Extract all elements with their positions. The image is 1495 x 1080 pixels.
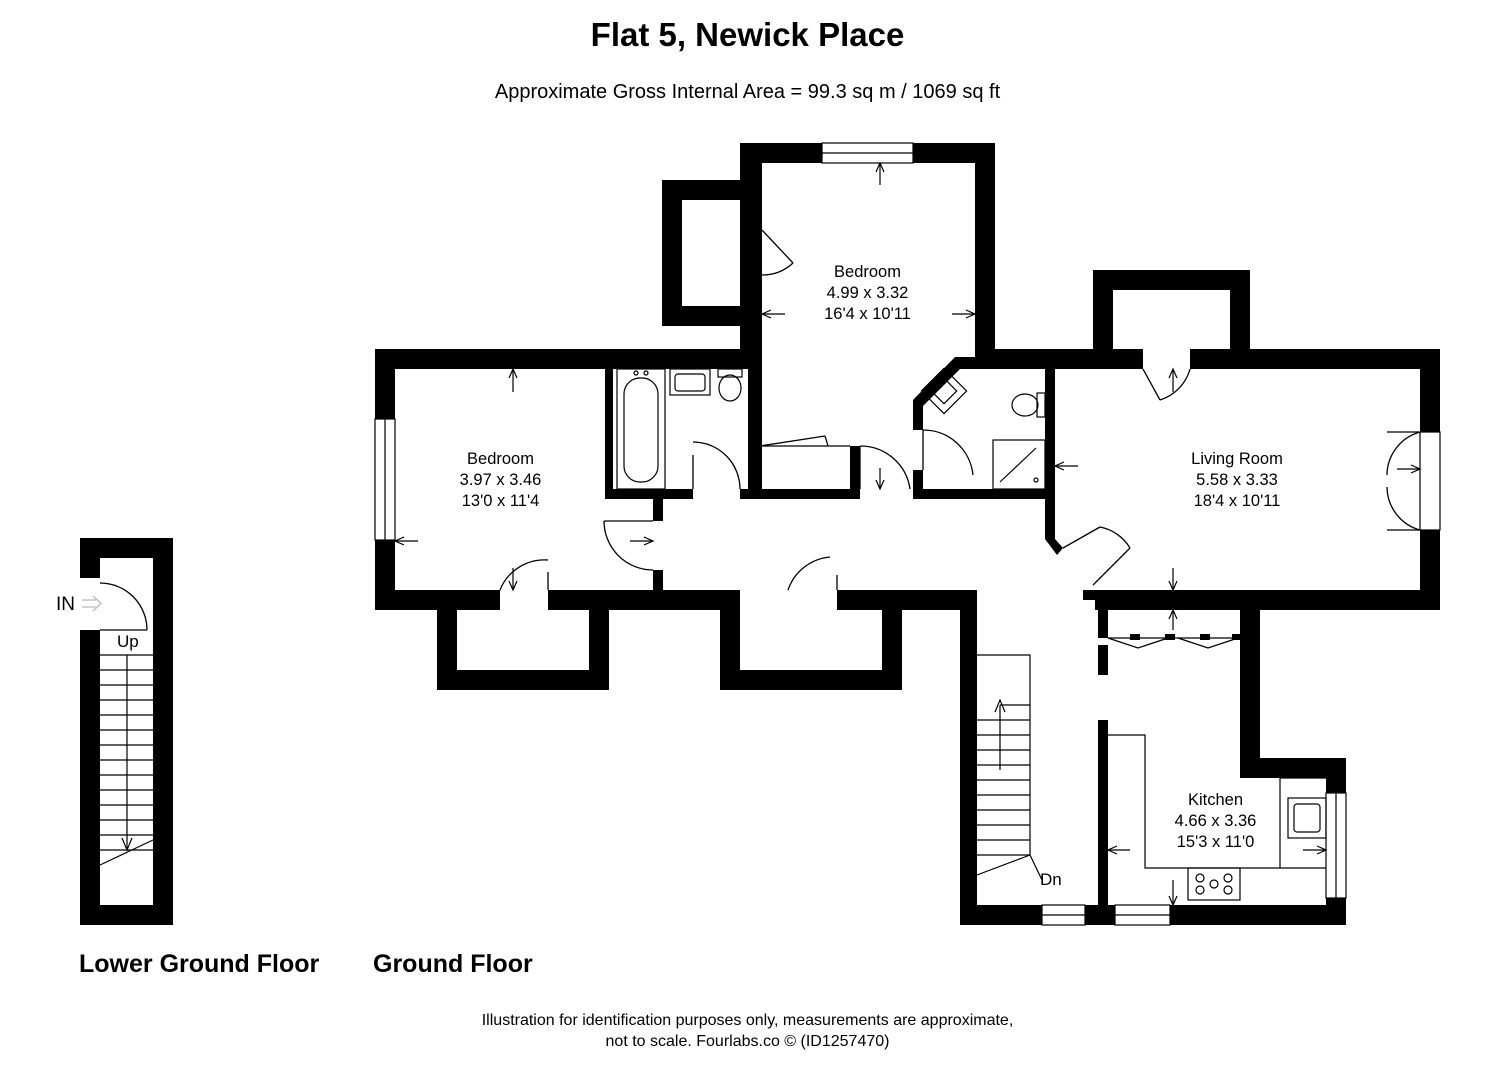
room-size-metric: 4.99 x 3.32	[826, 284, 909, 302]
entrance-opening	[78, 578, 102, 630]
door	[499, 229, 1421, 591]
gross-area: Approximate Gross Internal Area = 99.3 s…	[494, 81, 1001, 103]
floor-label-lower-ground: Lower Ground Floor	[79, 950, 320, 978]
shower	[992, 439, 1046, 490]
disclaimer: Illustration for identification purposes…	[0, 1010, 1495, 1052]
entrance-label: IN	[56, 594, 75, 615]
window	[374, 142, 1441, 926]
stairs	[99, 654, 154, 866]
room-label-bedroom-2: Bedroom 3.97 x 3.46 13'0 x 11'4	[433, 449, 568, 512]
room-label-living-room: Living Room 5.58 x 3.33 18'4 x 10'11	[1166, 449, 1308, 512]
bath	[616, 368, 666, 490]
plan-title: Flat 5, Newick Place	[590, 16, 905, 53]
room-size-imperial: 18'4 x 10'11	[1193, 492, 1281, 510]
stairs	[976, 654, 1043, 881]
basin	[669, 367, 1327, 839]
room-name: Living Room	[1191, 450, 1283, 468]
room-size-metric: 4.66 x 3.36	[1174, 812, 1257, 830]
room-name: Bedroom	[834, 263, 901, 281]
disclaimer-line-1: Illustration for identification purposes…	[481, 1012, 1014, 1029]
stairs-down-label: Dn	[1040, 870, 1062, 889]
room-size-imperial: 13'0 x 11'4	[461, 492, 540, 510]
toilet	[717, 368, 1046, 418]
floor-label-ground: Ground Floor	[373, 950, 533, 978]
room-name: Kitchen	[1187, 791, 1244, 809]
entrance-door	[99, 582, 148, 631]
dimension-arrow	[393, 161, 1422, 907]
stairs-up-label: Up	[117, 632, 139, 651]
room-size-imperial: 15'3 x 11'0	[1176, 833, 1255, 851]
room-size-metric: 5.58 x 3.33	[1196, 471, 1278, 489]
hob	[1187, 867, 1241, 901]
lower-ground-floor-plan	[78, 538, 173, 925]
room-size-metric: 3.97 x 3.46	[459, 471, 542, 489]
room-size-imperial: 16'4 x 10'11	[824, 305, 911, 323]
disclaimer-line-2: not to scale. Fourlabs.co © (ID1257470)	[605, 1033, 890, 1050]
wall	[375, 143, 1440, 925]
kitchen-worktop	[1108, 734, 1326, 869]
room-label-bedroom-1: Bedroom 4.99 x 3.32 16'4 x 10'11	[800, 262, 935, 325]
room-label-kitchen: Kitchen 4.66 x 3.36 15'3 x 11'0	[1148, 790, 1283, 853]
entrance-arrow-icon	[82, 595, 102, 612]
room-name: Bedroom	[467, 450, 534, 468]
ground-floor-plan	[374, 142, 1441, 926]
